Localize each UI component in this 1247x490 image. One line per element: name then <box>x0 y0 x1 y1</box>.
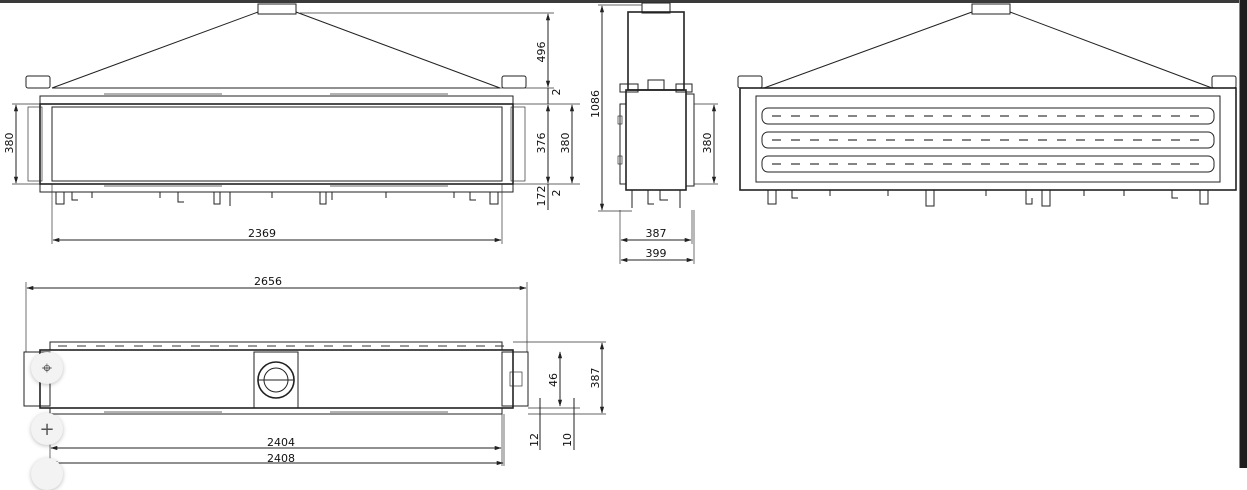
technical-drawing: 496 2 376 380 172 2 380 2369 <box>3 2 1237 466</box>
dim-side-view-height: 380 <box>701 133 714 154</box>
front-view: 496 2 376 380 172 2 380 2369 <box>3 3 580 244</box>
dim-gap-a: 12 <box>528 433 541 447</box>
zoom-out-button[interactable] <box>31 458 63 490</box>
rear-view <box>737 3 1237 207</box>
dim-gap-top: 2 <box>550 89 563 96</box>
dim-gap-bottom: 2 <box>550 190 563 197</box>
plus-icon: + <box>39 418 55 440</box>
dim-front-width: 2369 <box>248 227 276 240</box>
collapse-icon: ⌖ <box>41 357 53 379</box>
dim-right-height: 380 <box>559 133 572 154</box>
zoom-in-button[interactable]: + <box>31 413 63 445</box>
side-view: 1086 380 387 399 <box>589 2 718 264</box>
dim-gap-b: 10 <box>561 433 574 447</box>
dim-side-height: 380 <box>3 133 16 154</box>
top-view: 2656 387 46 12 10 2404 <box>23 275 606 466</box>
dim-base-height: 172 <box>535 186 548 207</box>
dim-top-offset: 46 <box>547 373 560 387</box>
dim-depth-inner: 387 <box>646 227 667 240</box>
dim-depth-outer: 399 <box>646 247 667 260</box>
window-scrollbar[interactable] <box>1239 0 1247 468</box>
dim-total-height: 1086 <box>589 90 602 118</box>
dim-outer-width: 2408 <box>267 452 295 465</box>
dim-glass-height: 376 <box>535 133 548 154</box>
dim-hood-height: 496 <box>535 42 548 63</box>
dim-top-depth: 387 <box>589 368 602 389</box>
dim-inner-width: 2404 <box>267 436 295 449</box>
window-top-border <box>0 0 1247 3</box>
collapse-button[interactable]: ⌖ <box>31 352 63 384</box>
dim-overall-width: 2656 <box>254 275 282 288</box>
